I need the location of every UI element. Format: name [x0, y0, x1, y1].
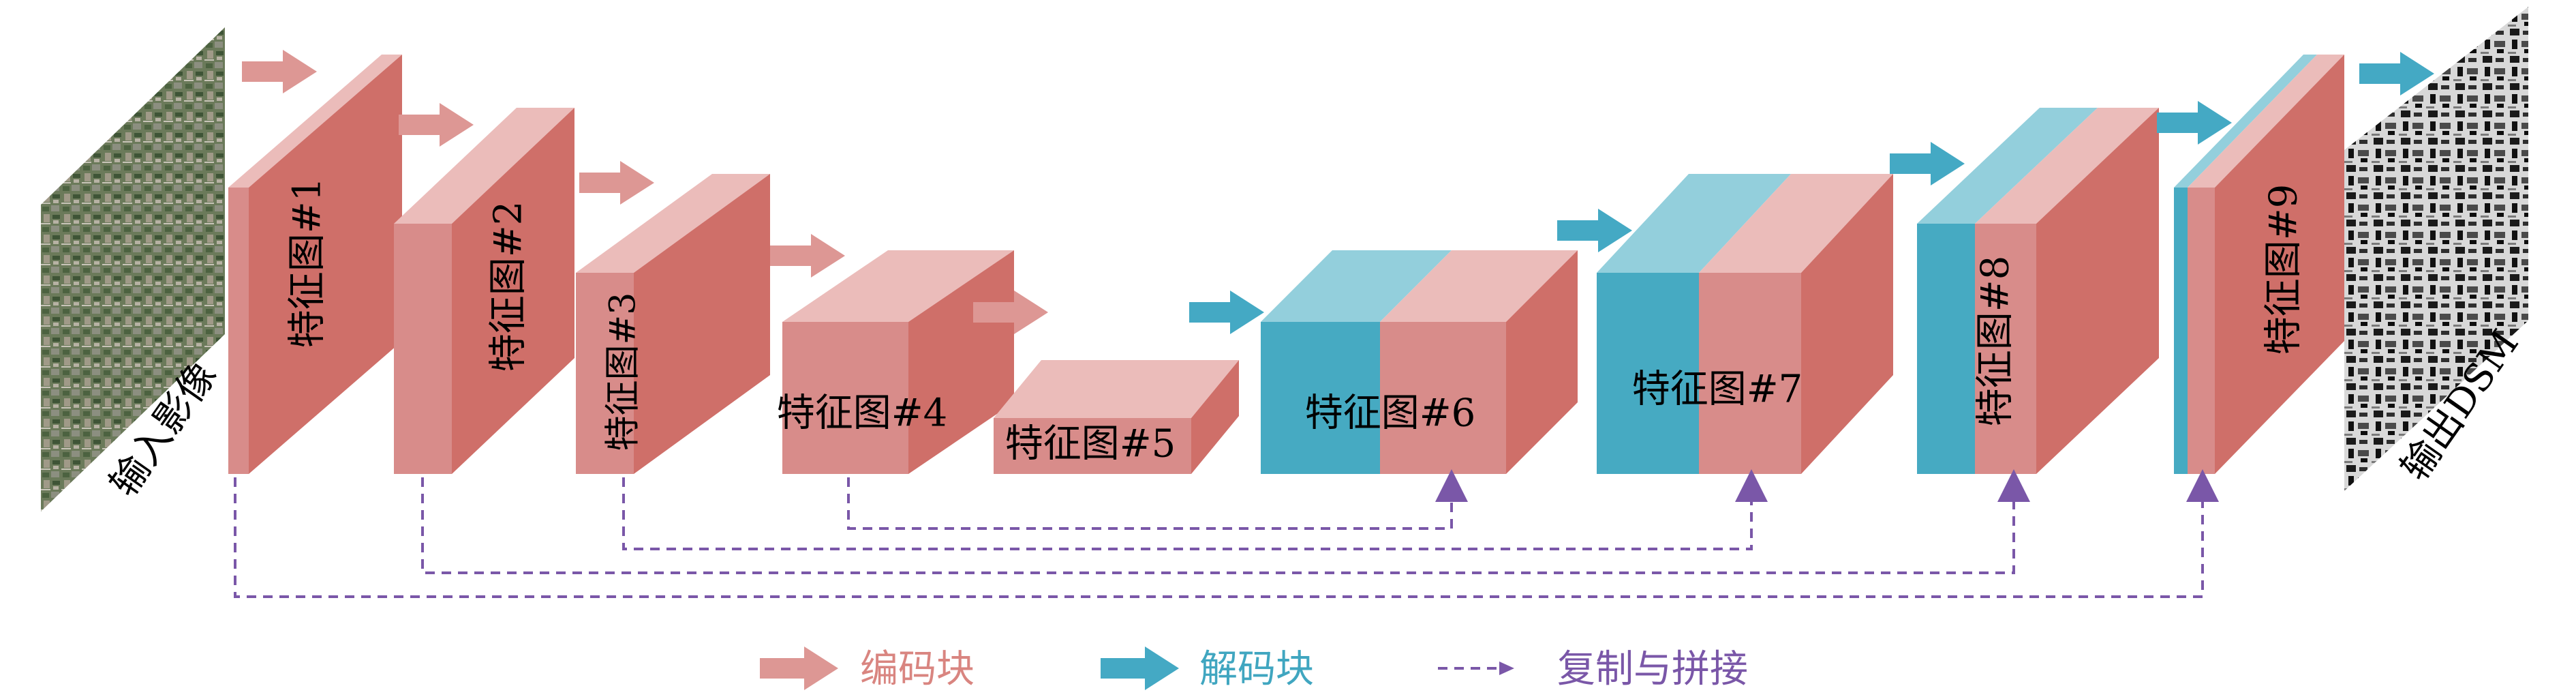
encoder-flow-arrow-5: [973, 291, 1048, 334]
encoder-flow-arrow-1: [242, 50, 317, 93]
block-front-encoder-face: [394, 224, 452, 474]
block-top-decoder-face: [1597, 174, 1791, 273]
feature-map-label-1: 特征图#1: [286, 177, 330, 348]
encoder-arrow-icon: [760, 646, 838, 690]
block-top-decoder-face: [1261, 250, 1452, 322]
block-top-encoder-face: [1380, 250, 1578, 322]
feature-map-label-2: 特征图#2: [487, 201, 531, 372]
block-front-encoder-face: [2188, 188, 2215, 474]
block-front-encoder-face: [782, 322, 908, 474]
legend-decoder: 解码块: [1101, 646, 1314, 691]
feature-map-label-7: 特征图#7: [1632, 368, 1803, 412]
skip-connection-3-to-7: [622, 469, 1768, 550]
block-front-decoder-face: [1261, 322, 1380, 474]
block-top-encoder-face: [2188, 55, 2344, 188]
block-side-face: [2215, 55, 2344, 474]
flow-arrows: [242, 50, 2434, 334]
feature-map-block-3: 特征图#3: [576, 174, 770, 474]
encoder-flow-arrow-2: [399, 103, 474, 147]
feature-map-label-6: 特征图#6: [1305, 391, 1476, 436]
feature-map-block-9: 特征图#9: [2174, 55, 2344, 474]
feature-map-blocks: 特征图#1 特征图#2 特征图#3 特征图#4 特征图#5 特征图#6 特征图#7 特征图#8…: [228, 55, 2344, 474]
decoder-flow-arrow-8: [1890, 142, 1965, 185]
skip-connection-1-to-9: [234, 469, 2219, 598]
feature-map-label-3: 特征图#3: [603, 293, 644, 451]
skip-connection-2-to-8: [421, 469, 2030, 574]
feature-map-label-4: 特征图#4: [777, 391, 948, 436]
decoder-flow-arrow-9: [2157, 101, 2232, 145]
feature-map-block-2: 特征图#2: [394, 108, 574, 474]
decoder-flow-arrow-6: [1189, 291, 1264, 334]
feature-map-block-5: 特征图#5: [994, 360, 1239, 474]
block-top-encoder-face: [1699, 174, 1893, 273]
decoder-arrow-icon: [1101, 646, 1179, 690]
block-top-encoder-face: [576, 174, 770, 273]
block-front-encoder-face: [1380, 322, 1506, 474]
block-side-face: [452, 108, 574, 474]
block-top-encoder-face: [994, 360, 1239, 418]
block-front-encoder-face: [576, 273, 634, 474]
block-side-face: [1801, 174, 1893, 474]
block-front-decoder-face: [1917, 224, 1975, 474]
skip-connection-4-to-6: [847, 469, 1468, 530]
block-top-encoder-face: [782, 250, 1014, 322]
block-side-face: [1506, 250, 1578, 474]
block-top-decoder-face: [1917, 108, 2098, 224]
block-front-decoder-face: [1597, 273, 1699, 474]
block-front-encoder-face: [994, 418, 1191, 474]
output-dsm-image: [2344, 7, 2528, 491]
block-front-encoder-face: [1975, 224, 2036, 474]
feature-map-block-4: 特征图#4: [777, 250, 1014, 474]
decoder-flow-arrow-10: [2359, 52, 2434, 95]
block-top-encoder-face: [228, 55, 402, 188]
block-side-face: [249, 55, 402, 474]
input-satellite-image: [41, 27, 225, 511]
skip-arrowhead-icon: [1499, 661, 1514, 675]
legend-encoder-label: 编码块: [860, 647, 975, 691]
block-top-encoder-face: [394, 108, 574, 224]
block-front-encoder-face: [1699, 273, 1801, 474]
block-side-face: [1191, 360, 1239, 474]
feature-map-block-1: 特征图#1: [228, 55, 402, 474]
feature-map-block-6: 特征图#6: [1261, 250, 1578, 474]
feature-map-label-9: 特征图#9: [2262, 184, 2306, 355]
feature-map-block-7: 特征图#7: [1597, 174, 1893, 474]
block-top-encoder-face: [1975, 108, 2159, 224]
block-front-decoder-face: [2174, 188, 2188, 474]
feature-map-block-8: 特征图#8: [1917, 108, 2159, 474]
block-side-face: [634, 174, 770, 474]
skip-connections: [234, 469, 2219, 598]
feature-map-label-8: 特征图#8: [1974, 256, 2018, 427]
block-front-encoder-face: [228, 188, 249, 474]
legend-decoder-label: 解码块: [1199, 647, 1314, 691]
legend-skip: 复制与拼接: [1438, 647, 1748, 691]
block-top-decoder-face: [2174, 55, 2317, 188]
block-side-face: [2036, 108, 2159, 474]
encoder-flow-arrow-3: [579, 161, 654, 205]
decoder-flow-arrow-7: [1557, 209, 1632, 252]
legend-skip-label: 复制与拼接: [1557, 647, 1748, 691]
feature-map-label-5: 特征图#5: [1005, 422, 1176, 466]
legend: 编码块 解码块 复制与拼接: [760, 646, 1748, 691]
encoder-flow-arrow-4: [770, 234, 845, 278]
input-image: 输入影像: [41, 27, 226, 511]
legend-encoder: 编码块: [760, 646, 975, 691]
